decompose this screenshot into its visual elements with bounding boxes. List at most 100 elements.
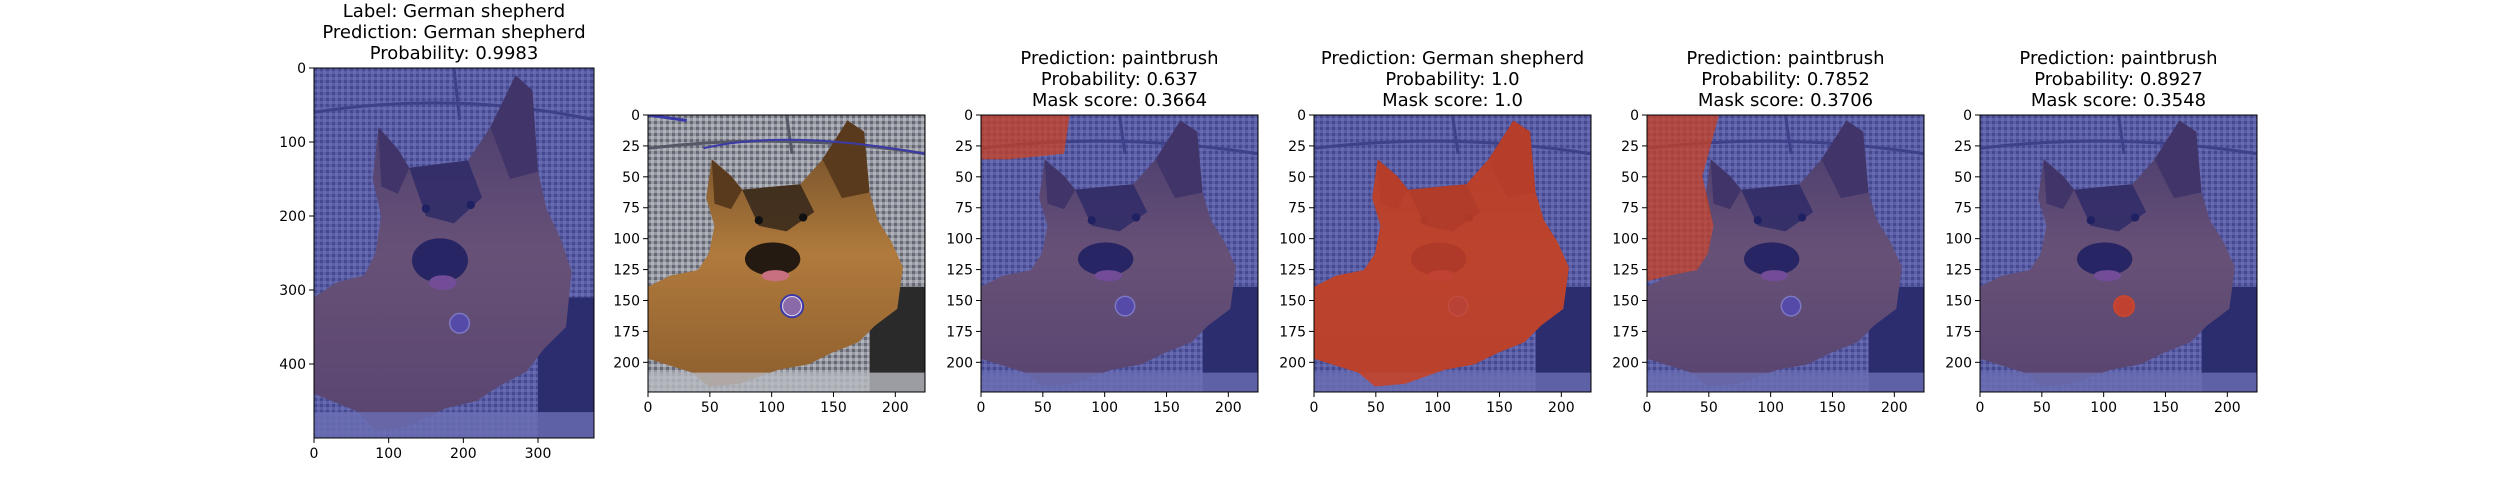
muzzle [744,242,801,276]
x-tick-label: 200 [1215,400,1242,416]
mask-tint-blue [314,68,594,438]
x-tick-label: 0 [644,400,653,416]
mask-region-red [981,115,1070,160]
segment-outline [703,138,925,155]
y-tick-label: 25 [1288,139,1306,155]
y-tick-label: 100 [279,135,306,151]
x-tick-label: 200 [2214,400,2241,416]
image-content [1980,115,2257,392]
y-tick-label: 150 [613,293,640,309]
mask-region-red [2112,295,2136,318]
y-tick-label: 150 [1945,293,1972,309]
panel-title-line: Mask score: 1.0 [1382,90,1523,111]
y-tick-label: 0 [297,61,306,77]
y-tick-label: 200 [279,209,306,225]
y-tick-label: 0 [631,108,640,124]
y-tick-label: 100 [1279,232,1306,248]
x-tick-label: 150 [1153,400,1180,416]
x-tick-label: 150 [1486,400,1513,416]
x-tick-label: 0 [1976,400,1985,416]
y-tick-label: 50 [1954,170,1972,186]
x-tick-label: 50 [1700,400,1718,416]
y-tick-label: 150 [1612,293,1639,309]
axes-frame [980,114,1259,393]
panel-title-line: Probability: 1.0 [1385,69,1520,90]
y-tick-label: 0 [964,108,973,124]
panel-title-line: Prediction: German shepherd [1320,48,1585,69]
y-tick-label: 75 [1288,201,1306,217]
x-tick-label: 150 [1819,400,1846,416]
x-tick-label: 200 [1881,400,1908,416]
x-tick-label: 200 [882,400,909,416]
x-tick-label: 50 [701,400,719,416]
image-content [648,115,925,392]
y-tick-label: 175 [1279,324,1306,340]
axes-frame [647,114,926,393]
x-tick-label: 100 [1757,400,1784,416]
segment-outline [648,121,903,387]
y-tick-label: 125 [1612,263,1639,279]
y-tick-label: 200 [1945,355,1972,371]
y-tick-label: 0 [1963,108,1972,124]
y-tick-label: 200 [1279,355,1306,371]
y-tick-label: 125 [946,263,973,279]
image-content [314,68,594,438]
y-tick-label: 75 [955,201,973,217]
y-tick-label: 50 [1288,170,1306,186]
y-tick-label: 100 [1612,232,1639,248]
axes-frame [313,67,595,439]
y-tick-label: 25 [622,139,640,155]
x-tick-label: 100 [1091,400,1118,416]
y-tick-label: 125 [1279,263,1306,279]
x-tick-label: 100 [375,446,402,462]
mask-region-red [1647,115,1720,282]
image-content [1647,115,1924,392]
y-tick-label: 175 [1612,324,1639,340]
panel-title-line: Probability: 0.8927 [2034,69,2203,90]
y-tick-label: 50 [622,170,640,186]
y-tick-label: 75 [622,201,640,217]
y-tick-label: 25 [955,139,973,155]
y-tick-label: 75 [1954,201,1972,217]
mask-region-red [1314,120,1569,387]
panel-title-line: Prediction: paintbrush [2019,48,2218,69]
panel-title-line: Mask score: 0.3548 [2030,90,2207,111]
x-tick-label: 0 [1643,400,1652,416]
x-tick-label: 300 [525,446,552,462]
y-tick-label: 100 [1945,232,1972,248]
y-tick-label: 200 [946,355,973,371]
panel-title-line: Prediction: paintbrush [1020,48,1219,69]
y-tick-label: 175 [1945,324,1972,340]
x-tick-label: 150 [820,400,847,416]
image-content [981,115,1258,392]
y-tick-label: 75 [1621,201,1639,217]
x-tick-label: 0 [1310,400,1319,416]
y-tick-label: 150 [946,293,973,309]
y-tick-label: 175 [613,324,640,340]
axes-frame [1313,114,1592,393]
y-tick-label: 25 [1621,139,1639,155]
y-tick-label: 200 [1612,355,1639,371]
x-tick-label: 200 [1548,400,1575,416]
axes-frame [1646,114,1925,393]
segment-outline [648,115,687,123]
panel-title-line: Mask score: 0.3664 [1031,90,1208,111]
x-tick-label: 100 [2090,400,2117,416]
panel-title-line: Prediction: German shepherd [322,22,586,43]
panel-title-line: Prediction: paintbrush [1686,48,1885,69]
y-tick-label: 175 [946,324,973,340]
x-tick-label: 0 [310,446,319,462]
axes-frame [1979,114,2258,393]
y-tick-label: 25 [1954,139,1972,155]
dog-tag [781,295,803,317]
y-tick-label: 0 [1297,108,1306,124]
